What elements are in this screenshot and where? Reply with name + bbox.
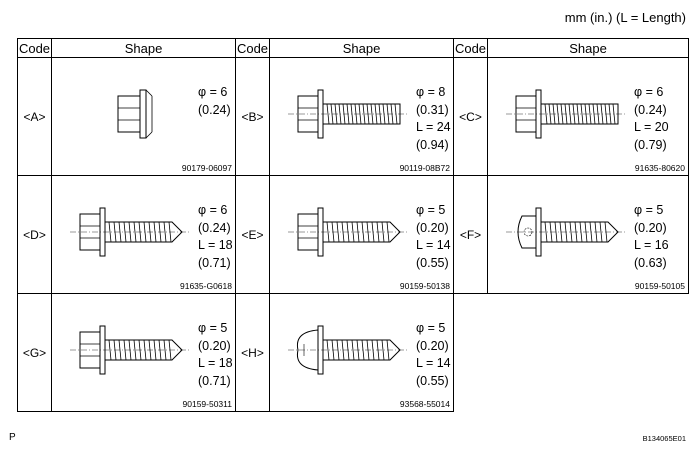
shape-cell: φ = 6 (0.24) L = 20 (0.79) 91635-80620 [487,57,689,176]
spec-block: φ = 6 (0.24) L = 20 (0.79) [634,84,669,154]
spec-phi-in: (0.24) [634,102,667,117]
spec-phi-in: (0.20) [634,220,667,235]
spec-phi: φ = 8 [416,85,446,99]
spec-phi: φ = 5 [198,321,228,335]
spec-phi: φ = 5 [416,203,446,217]
part-number: 93568-55014 [399,399,450,409]
part-number: 90159-50138 [399,281,450,291]
spec-block: φ = 8 (0.31) L = 24 (0.94) [416,84,451,154]
spec-block: φ = 5 (0.20) L = 18 (0.71) [198,320,233,390]
spec-block: φ = 6 (0.24) L = 18 (0.71) [198,202,233,272]
fastener-drawing [288,207,408,257]
shape-cell: φ = 5 (0.20) L = 14 (0.55) 93568-55014 [269,293,454,412]
empty-cell [488,294,689,412]
shape-header: Shape [487,38,689,58]
units-note: mm (in.) (L = Length) [564,10,686,25]
spec-length-in: (0.71) [198,255,231,270]
shape-header: Shape [51,38,236,58]
spec-length-in: (0.94) [416,137,449,152]
shape-cell: φ = 6 (0.24) L = 18 (0.71) 91635-G0618 [51,175,236,294]
shape-cell: φ = 5 (0.20) L = 18 (0.71) 90159-50311 [51,293,236,412]
part-number: 90159-50105 [634,281,685,291]
figure-id: B134065E01 [642,434,686,443]
fastener-drawing [506,207,626,257]
fastener-table: Code Shape Code Shape Code Shape <A> φ =… [17,38,689,412]
empty-cell [454,294,488,412]
fastener-drawing [70,207,190,257]
table-row: <G> φ = 5 (0.20) L = 18 (0.71) 90159-50311 <… [17,293,689,412]
code-cell: <C> [453,57,488,176]
spec-length-in: (0.55) [416,255,449,270]
spec-phi-in: (0.24) [198,220,231,235]
spec-length-in: (0.55) [416,373,449,388]
spec-length: L = 14 [416,356,451,370]
code-header: Code [453,38,488,58]
spec-length-in: (0.63) [634,255,667,270]
spec-phi: φ = 6 [634,85,664,99]
fastener-drawing [70,325,190,375]
table-row: <D> φ = 6 (0.24) L = 18 (0.71) 91635-G0618 <… [17,175,689,294]
code-header: Code [17,38,52,58]
spec-length: L = 18 [198,356,233,370]
shape-cell: φ = 5 (0.20) L = 14 (0.55) 90159-50138 [269,175,454,294]
spec-phi: φ = 5 [634,203,664,217]
fastener-drawing [288,89,408,139]
spec-length-in: (0.71) [198,373,231,388]
spec-phi-in: (0.24) [198,102,231,117]
part-number: 91635-80620 [634,163,685,173]
spec-phi-in: (0.20) [416,220,449,235]
spec-phi-in: (0.31) [416,102,449,117]
shape-cell: φ = 6 (0.24) 90179-06097 [51,57,236,176]
code-cell: <E> [235,175,270,294]
code-cell: <H> [235,293,270,412]
spec-length: L = 20 [634,120,669,134]
spec-phi-in: (0.20) [198,338,231,353]
part-number: 90159-50311 [182,399,232,409]
spec-block: φ = 5 (0.20) L = 14 (0.55) [416,320,451,390]
fastener-drawing [506,89,626,139]
page-mark: P [9,432,16,443]
spec-phi: φ = 6 [198,203,228,217]
spec-phi: φ = 5 [416,321,446,335]
spec-length: L = 24 [416,120,451,134]
part-number: 90179-06097 [181,163,232,173]
spec-block: φ = 5 (0.20) L = 14 (0.55) [416,202,451,272]
code-cell: <A> [17,57,52,176]
shape-cell: φ = 5 (0.20) L = 16 (0.63) 90159-50105 [487,175,689,294]
part-number: 90119-08B72 [399,163,450,173]
spec-phi-in: (0.20) [416,338,449,353]
code-cell: <G> [17,293,52,412]
code-cell: <D> [17,175,52,294]
shape-header: Shape [269,38,454,58]
header-row: Code Shape Code Shape Code Shape [17,38,689,58]
part-number: 91635-G0618 [180,281,232,291]
spec-block: φ = 6 (0.24) [198,84,231,119]
code-header: Code [235,38,270,58]
spec-phi: φ = 6 [198,85,228,99]
spec-block: φ = 5 (0.20) L = 16 (0.63) [634,202,669,272]
table-row: <A> φ = 6 (0.24) 90179-06097 <B> φ = 8 (0.3… [17,57,689,176]
shape-cell: φ = 8 (0.31) L = 24 (0.94) 90119-08B72 [269,57,454,176]
spec-length: L = 18 [198,238,233,252]
fastener-drawing [117,89,153,139]
spec-length: L = 16 [634,238,669,252]
code-cell: <F> [453,175,488,294]
spec-length: L = 14 [416,238,451,252]
code-cell: <B> [235,57,270,176]
fastener-drawing [288,325,408,375]
spec-length-in: (0.79) [634,137,667,152]
